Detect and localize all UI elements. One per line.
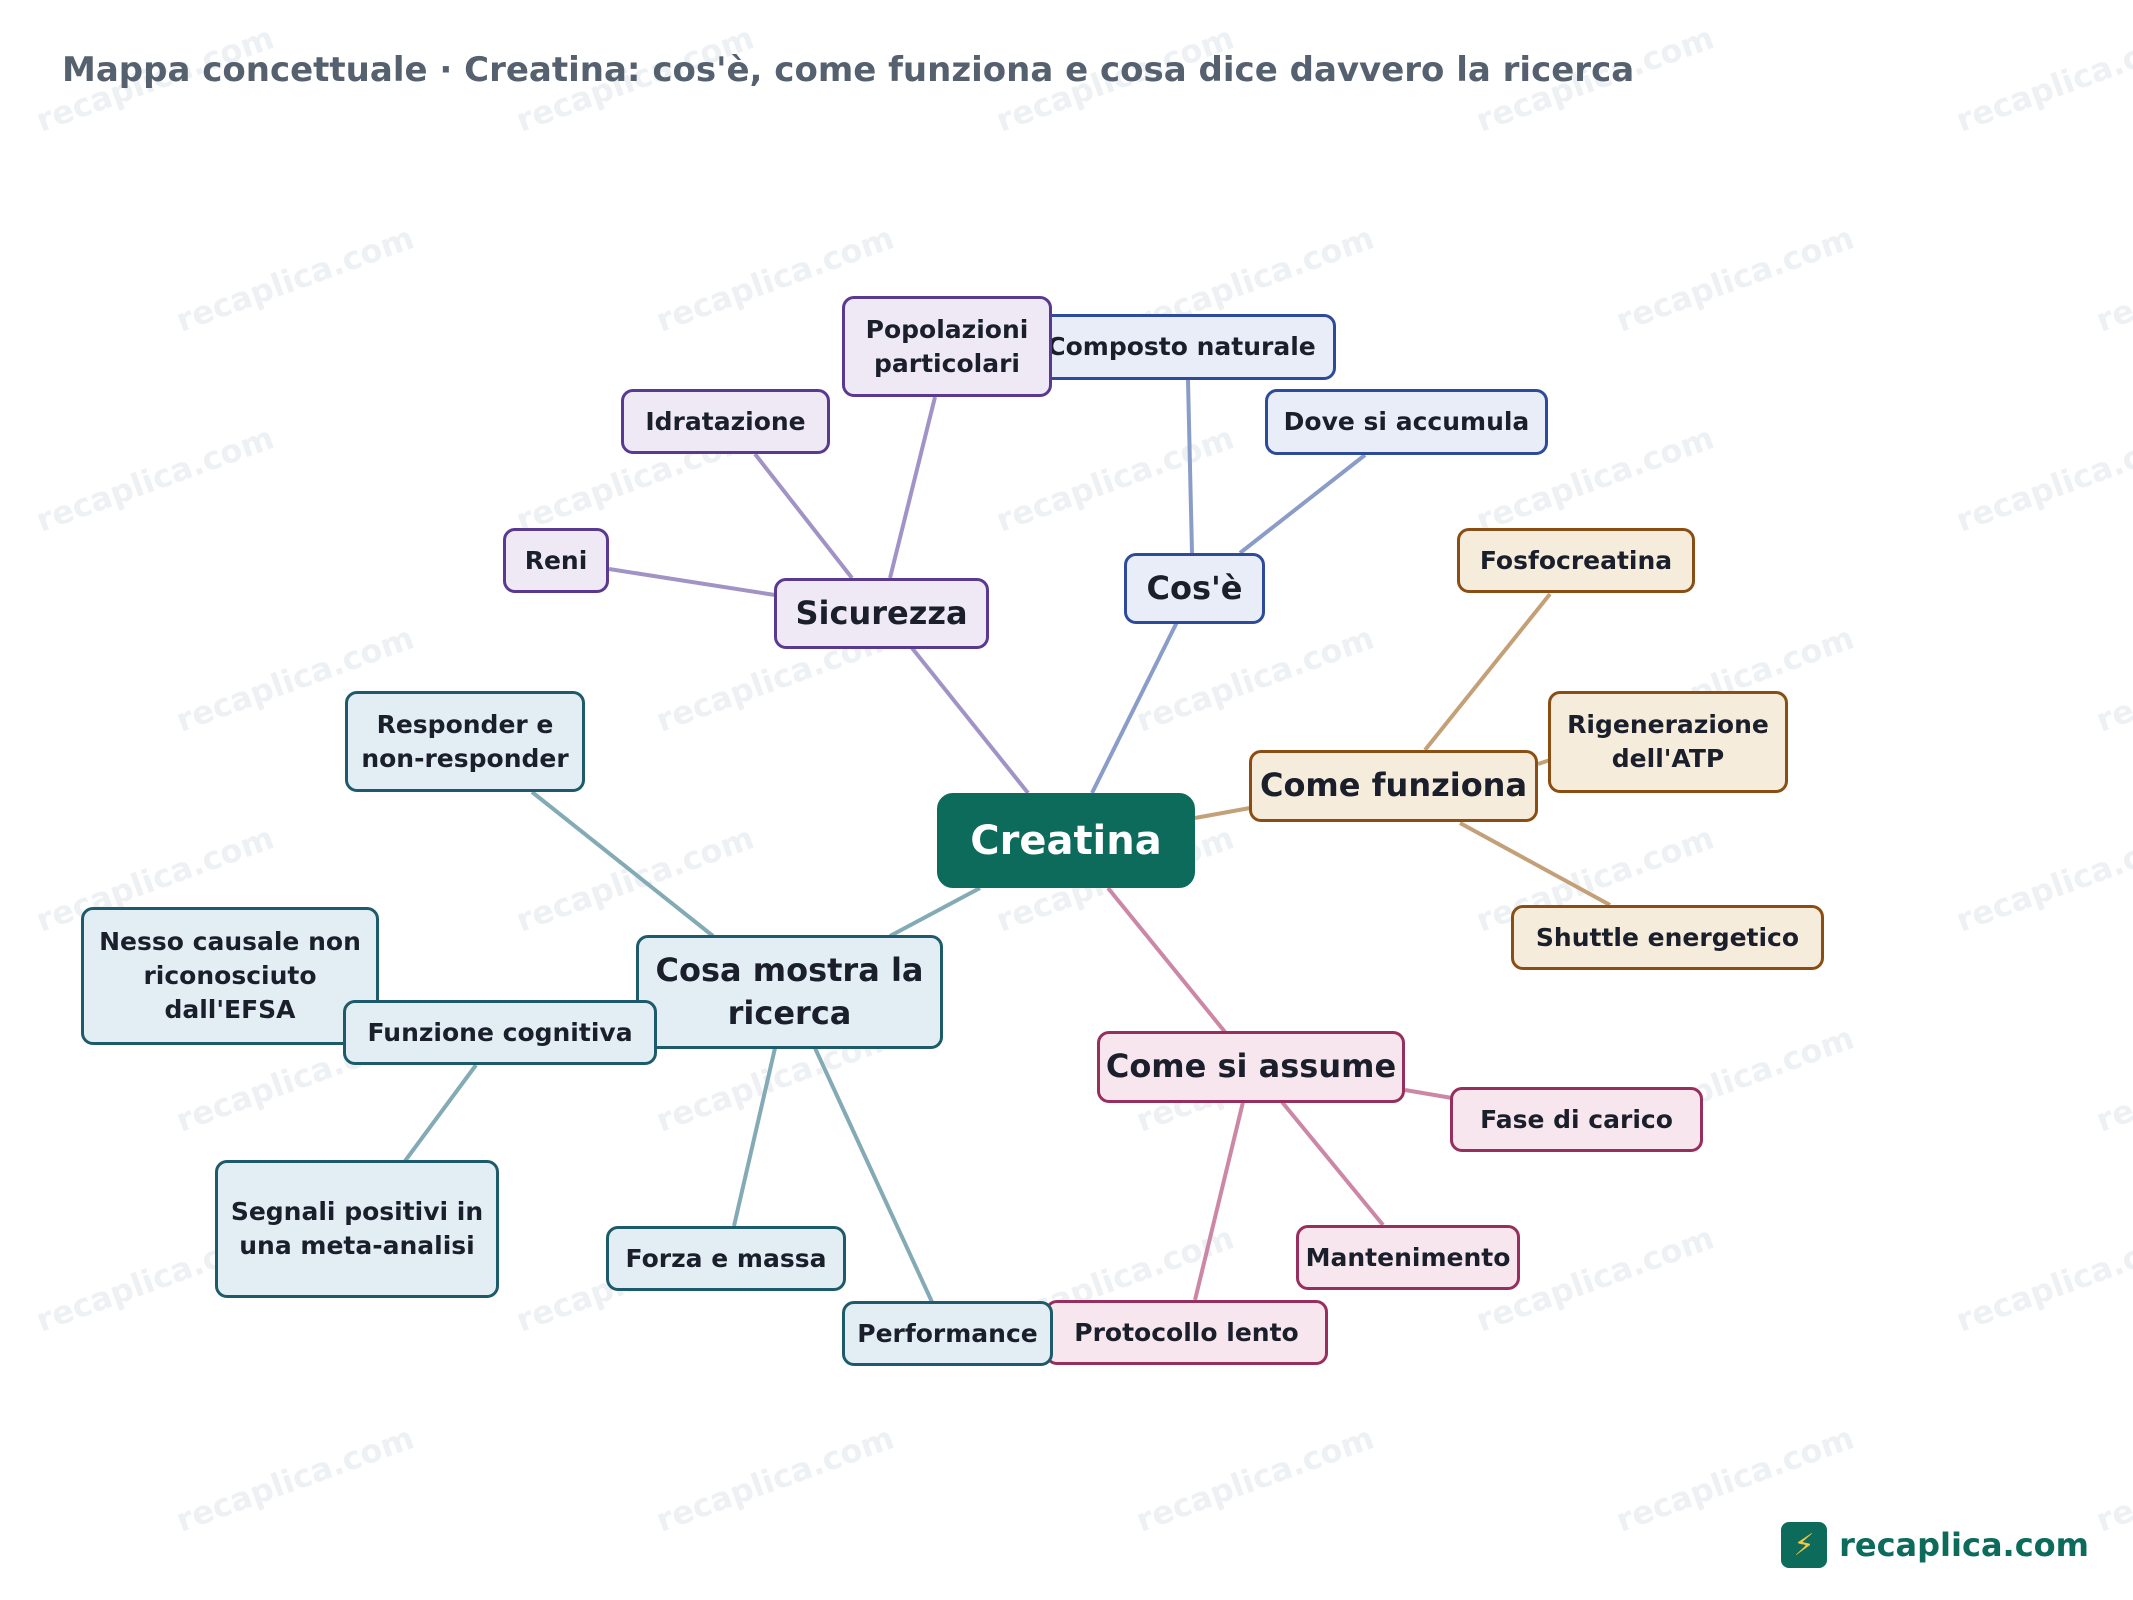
edge-sic-popolazioni xyxy=(888,396,937,579)
node-branch-sicurezza[interactable]: Sicurezza xyxy=(774,578,989,649)
book-lightning-icon: ⚡ xyxy=(1781,1522,1828,1568)
node-root-creatina[interactable]: Creatina xyxy=(937,793,1195,888)
edge-ass-mantenimento xyxy=(1280,1100,1385,1227)
edge-ric-performance xyxy=(813,1047,934,1303)
edge-sic-reni xyxy=(608,567,776,597)
brand-name: recaplica.com xyxy=(1839,1526,2089,1564)
node-leaf-mantenimento[interactable]: Mantenimento xyxy=(1296,1225,1520,1290)
node-leaf-protocollo-lento[interactable]: Protocollo lento xyxy=(1045,1300,1328,1365)
brand[interactable]: ⚡ recaplica.com xyxy=(1781,1522,2089,1568)
node-leaf-shuttle-energetico[interactable]: Shuttle energetico xyxy=(1511,905,1824,970)
node-branch-come-funziona[interactable]: Come funziona xyxy=(1249,750,1538,822)
node-leaf-popolazioni-particolari[interactable]: Popolazioni particolari xyxy=(842,296,1052,397)
page-title: Mappa concettuale · Creatina: cos'è, com… xyxy=(62,50,1635,90)
node-leaf-rigenerazione-atp[interactable]: Rigenerazione dell'ATP xyxy=(1548,691,1788,793)
edge-ass-carico xyxy=(1404,1088,1453,1100)
edge-root-ricerca xyxy=(889,886,981,938)
node-leaf-fase-di-carico[interactable]: Fase di carico xyxy=(1450,1087,1703,1152)
edge-root-assume xyxy=(1106,886,1227,1034)
edge-cose-composto xyxy=(1186,379,1194,554)
edge-cog-segnali xyxy=(403,1063,478,1163)
node-leaf-responder[interactable]: Responder e non-responder xyxy=(345,691,585,792)
edge-sic-idratazione xyxy=(753,452,854,580)
edge-root-funziona xyxy=(1194,806,1251,820)
node-leaf-forza-e-massa[interactable]: Forza e massa xyxy=(606,1226,846,1291)
edge-cose-dove xyxy=(1238,453,1367,555)
node-leaf-idratazione[interactable]: Idratazione xyxy=(621,389,830,454)
node-leaf-segnali-positivi[interactable]: Segnali positivi in una meta-analisi xyxy=(215,1160,499,1298)
edge-ric-forza xyxy=(732,1047,777,1227)
edge-fun-fosfo xyxy=(1423,592,1552,752)
edge-root-cose xyxy=(1090,619,1180,794)
node-leaf-nesso-causale[interactable]: Nesso causale non riconosciuto dall'EFSA xyxy=(81,907,379,1045)
node-branch-ricerca[interactable]: Cosa mostra la ricerca xyxy=(636,935,943,1049)
edge-ric-responder xyxy=(530,790,715,938)
node-leaf-dove-si-accumula[interactable]: Dove si accumula xyxy=(1265,389,1548,455)
node-leaf-reni[interactable]: Reni xyxy=(503,528,609,593)
edge-ass-protocollo xyxy=(1193,1101,1245,1301)
node-leaf-composto-naturale[interactable]: Composto naturale xyxy=(1027,314,1336,380)
edge-root-sicurezza xyxy=(910,646,1030,795)
node-branch-come-si-assume[interactable]: Come si assume xyxy=(1097,1031,1405,1103)
node-leaf-funzione-cognitiva[interactable]: Funzione cognitiva xyxy=(343,1000,657,1065)
node-leaf-fosfocreatina[interactable]: Fosfocreatina xyxy=(1457,528,1695,593)
edge-fun-shuttle xyxy=(1459,821,1611,907)
node-branch-cose[interactable]: Cos'è xyxy=(1124,553,1265,624)
node-leaf-performance[interactable]: Performance xyxy=(842,1301,1053,1366)
